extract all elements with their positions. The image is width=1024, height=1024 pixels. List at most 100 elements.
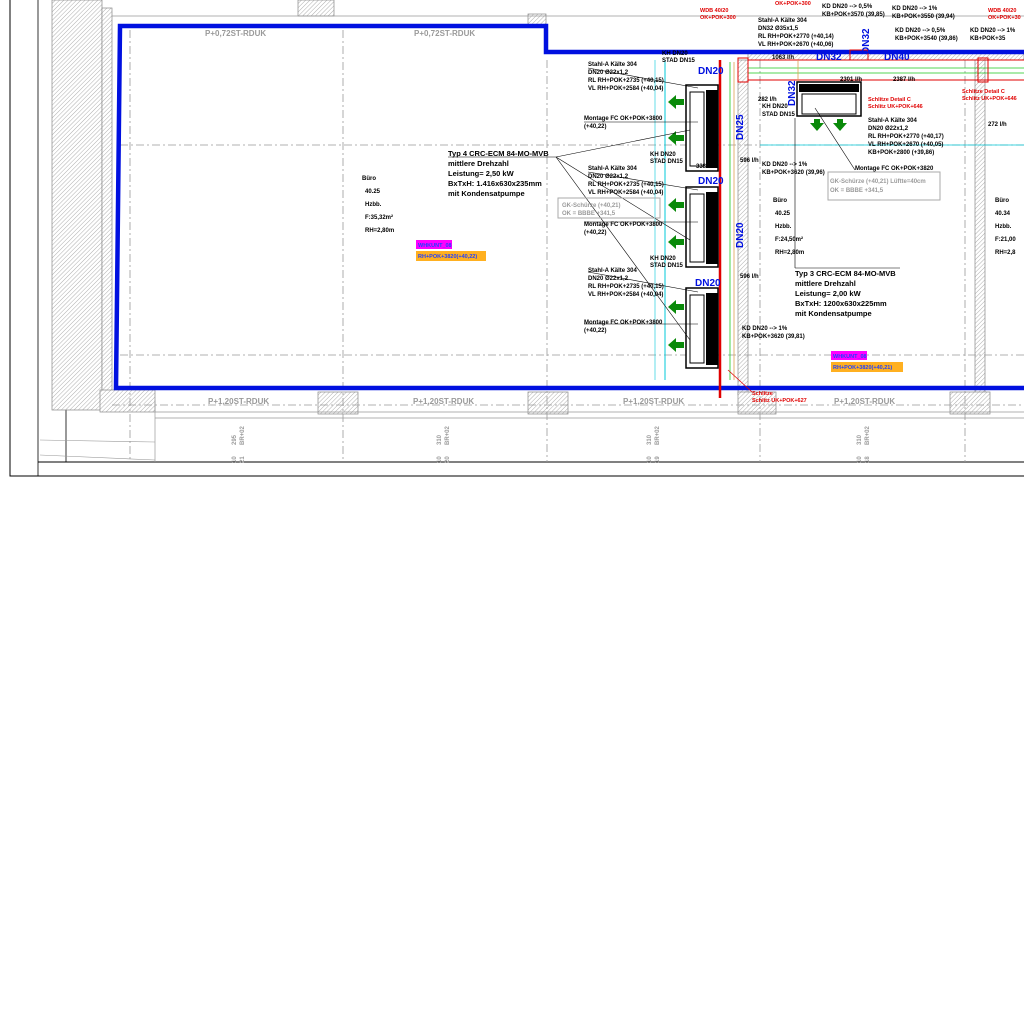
pipe-material: Stahl-A Kälte 304 <box>588 62 637 68</box>
room-name: Büro <box>773 198 787 204</box>
horizontal-unit-pipe-label: Stahl-A Kälte 304 DN32 Ø35x1,5 RL RH+POK… <box>758 18 944 156</box>
slot-note: Schlitze Detail C <box>962 89 1005 95</box>
pipe-supply: VL RH+POK+2584 (+40,04) <box>588 292 663 298</box>
unit-speed: mittlere Drehzahl <box>448 159 509 168</box>
axis-ref: BR+02 <box>655 425 661 445</box>
kd-slope: KD DN20 --> 1% <box>762 162 808 168</box>
fancoil-pipe-label: Stahl-A Kälte 304 DN20 Ø22x1,2 RL RH+POK… <box>588 62 664 298</box>
slot-note: OK+POK+300 <box>700 15 736 21</box>
flow-rate: 282 l/h <box>758 97 777 103</box>
room-height: RH=2,80m <box>365 228 394 234</box>
room-height: RH=2,80m <box>775 250 804 256</box>
kd-level: KB+POK+3620 (39,81) <box>742 334 805 340</box>
kd-slope: KD DN20 --> 1% <box>892 6 938 12</box>
gk-note: GK-Schürze (+40,21) Lüftte=40cm <box>830 179 926 185</box>
gk-box <box>557 197 661 219</box>
arrow-left-icon <box>668 300 684 314</box>
room-label: Büro 40.34 Hzbb. F:21,00 RH=2,8 <box>995 198 1016 256</box>
slot-notes: Schlitze Detail C Schlitz UK+POK+646 Sch… <box>700 1 1021 404</box>
flow-rate: 2301 l/h <box>840 77 862 83</box>
room-height: RH=2,8 <box>995 250 1016 256</box>
slot-note: Schlitze Detail C <box>868 97 911 103</box>
valve-stad: STAD DN15 <box>650 159 684 165</box>
axis-labels: 295 BR+02 10 21 310 BR+02 10 20 310 BR+0… <box>232 425 871 463</box>
slot-note: Schlitze <box>752 391 773 397</box>
axis-sub: 10 <box>232 456 238 463</box>
valve-stad: STAD DN15 <box>762 112 796 118</box>
axis-sub: 20 <box>445 456 451 463</box>
kd-slope: KD DN20 --> 0,5% <box>822 4 873 10</box>
valve-labels: KH DN20 STAD DN15 KH DN20 STAD DN15 KH D… <box>650 51 796 269</box>
flow-rate: 338 l/h <box>696 164 715 170</box>
slot-note: OK+POK+300 <box>775 1 811 7</box>
zone-boundary <box>113 23 1024 391</box>
gk-box <box>827 171 941 201</box>
valve-stad: STAD DN15 <box>650 263 684 269</box>
axis-dim: 310 <box>647 434 653 445</box>
room-area: F:21,00 <box>995 237 1016 243</box>
room-area: F:24,50m² <box>775 236 803 243</box>
slot-note: OK+POK+30 <box>988 15 1021 21</box>
kd-slope: KD DN20 --> 0,5% <box>895 28 946 34</box>
room-number: 40.25 <box>365 189 381 195</box>
gk-note: OK = BBBE +341,5 <box>562 211 616 217</box>
montage-level: (+40,22) <box>584 230 607 236</box>
unit-power: Leistung= 2,50 kW <box>448 169 515 178</box>
axis-dim: 310 <box>857 434 863 445</box>
slot-note: WDB 40/20 <box>700 8 728 14</box>
pipe-size: DN20 <box>698 66 724 77</box>
kd-level: KB+POK+3550 (39,94) <box>892 14 955 20</box>
fan-coil-unit-horizontal[interactable] <box>796 81 862 117</box>
pipe-dim: DN20 Ø22x1,2 <box>588 276 629 282</box>
leader-lines <box>448 67 900 341</box>
gk-note: GK-Schürze (+40,21) <box>562 203 621 209</box>
fan-coil-unit[interactable] <box>685 84 719 172</box>
valve-kh: KH DN20 <box>762 104 788 110</box>
air-outlet-arrows <box>668 95 847 352</box>
fan-coil-unit[interactable] <box>685 186 719 268</box>
pipe-return: RL RH+POK+2770 (+40,17) <box>868 134 944 140</box>
kd-slope: KD DN20 --> 1% <box>742 326 788 332</box>
unit-type: Typ 3 CRC-ECM 84-MO-MVB <box>795 269 896 278</box>
pipe-dim: DN20 Ø22x1,2 <box>588 174 629 180</box>
unit-pump: mit Kondensatpumpe <box>448 189 525 198</box>
montage-level: (+40,22) <box>584 124 607 130</box>
ceiling-label: P+0,72ST-RDUK <box>205 29 266 38</box>
montage-height: Montage FC OK+POK+3820 <box>855 166 934 172</box>
walls <box>39 0 1024 462</box>
axis-sub: 21 <box>240 456 246 463</box>
pipes <box>654 49 1024 398</box>
pipe-size: DN20 <box>735 222 746 248</box>
kd-level: KB+POK+3540 (39,86) <box>895 36 958 42</box>
room-type: Hzbb. <box>775 224 792 230</box>
ceiling-label: P+1,20ST-RDUK <box>834 397 895 406</box>
pipe-material: Stahl-A Kälte 304 <box>588 166 637 172</box>
slot-note: Schlitz UK+POK+627 <box>752 398 807 404</box>
montage-level: (+40,22) <box>584 328 607 334</box>
fan-coil-unit[interactable] <box>685 287 719 369</box>
pipe-size-labels: DN20 DN20 DN20 DN32 DN40 DN25 DN20 DN32 … <box>695 28 910 289</box>
valve-kh: KH DN20 <box>650 256 676 262</box>
pipe-size: DN20 <box>695 278 721 289</box>
flow-rate: 1063 l/h <box>772 55 794 61</box>
montage-labels: Montage FC OK+POK+3800 (+40,22) Montage … <box>584 116 934 334</box>
pipe-supply: VL RH+POK+2584 (+40,04) <box>588 86 663 92</box>
kd-level: KB+POK+3570 (39,85) <box>822 12 885 18</box>
axis-ref: BR+02 <box>445 425 451 445</box>
flow-labels: 338 l/h 596 l/h 596 l/h 282 l/h 1063 l/h… <box>696 55 1007 280</box>
axis-ref: BR+02 <box>865 425 871 445</box>
axis-dim: 295 <box>232 434 238 445</box>
axis-sub: 18 <box>865 456 871 463</box>
axis-sub: 10 <box>437 456 443 463</box>
montage-height: Montage FC OK+POK+3800 <box>584 116 663 122</box>
room-area: F:35,32m² <box>365 214 393 221</box>
room-name: Büro <box>362 176 376 182</box>
kd-slope: KD DN20 --> 1% <box>970 28 1016 34</box>
pipe-dim: DN20 Ø22x1,2 <box>868 126 909 132</box>
kd-level: KB+POK+35 <box>970 36 1006 42</box>
axis-dim: 310 <box>437 434 443 445</box>
montage-height: Montage FC OK+POK+3800 <box>584 320 663 326</box>
unit-pump: mit Kondensatpumpe <box>795 309 872 318</box>
pipe-dim: DN20 Ø22x1,2 <box>588 70 629 76</box>
